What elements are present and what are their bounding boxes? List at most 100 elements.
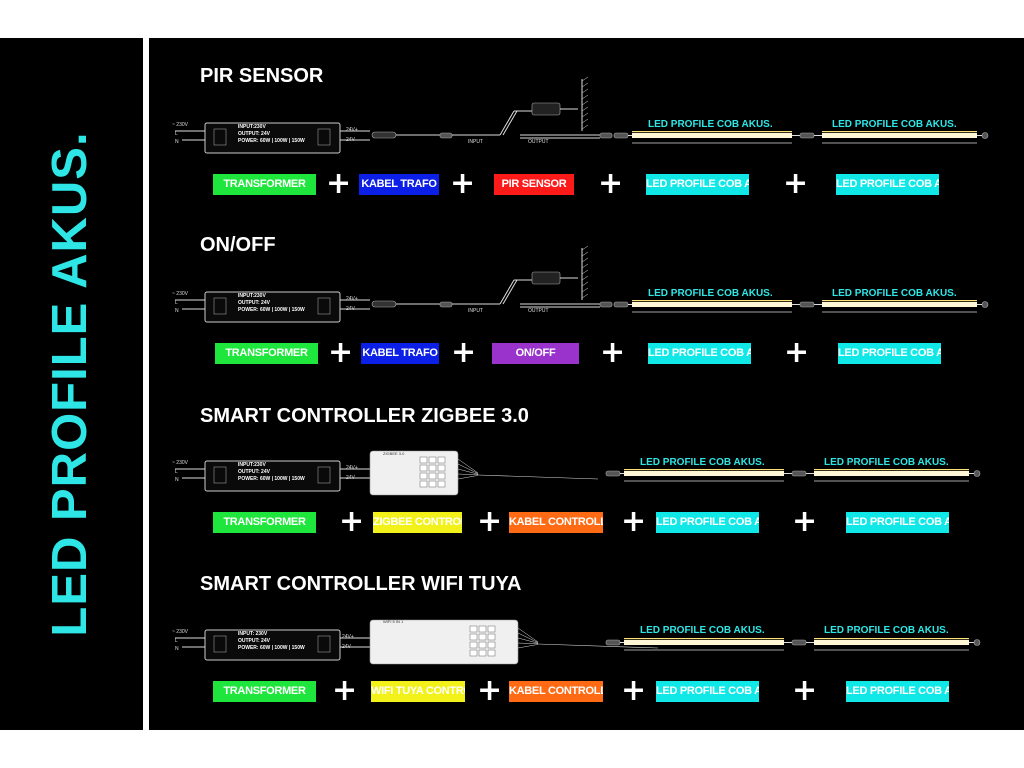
controller-terminal	[478, 649, 487, 657]
led-strip	[624, 471, 784, 476]
tag-led-profile: LED PROFILE COB AKUS.	[846, 512, 949, 533]
controller-brand: ZIGBEE 3.0	[383, 451, 405, 456]
sensor-wire	[502, 110, 518, 136]
led-strip	[624, 640, 784, 645]
tag-led-profile: LED PROFILE COB AKUS.	[846, 681, 949, 702]
terminal-neg: 24V-	[342, 644, 353, 650]
output-wire	[477, 474, 599, 480]
output-label: OUTPUT	[528, 308, 549, 314]
output-wire	[457, 473, 479, 476]
controller-terminal	[437, 456, 446, 464]
psu-terminal	[213, 635, 227, 653]
terminal-n: N	[175, 477, 179, 483]
wall-hatch	[581, 124, 589, 130]
controller-terminal	[487, 641, 496, 649]
strip-label: LED PROFILE COB AKUS.	[640, 457, 765, 468]
wiring-diagram	[175, 76, 989, 665]
plus-sign: +	[784, 335, 810, 370]
output-wire	[517, 642, 539, 645]
end-cap	[981, 301, 989, 308]
psu-terminal	[317, 466, 331, 484]
output-wire	[517, 637, 539, 644]
power-supply-unit	[204, 291, 341, 323]
led-strip-glow	[632, 131, 792, 133]
connector	[613, 132, 629, 139]
strip-label: LED PROFILE COB AKUS.	[648, 119, 773, 130]
input-label: INPUT	[468, 139, 483, 145]
connector	[439, 132, 453, 139]
controller-terminal	[469, 633, 478, 641]
controller-terminal	[469, 649, 478, 657]
terminal-l: L	[175, 131, 178, 137]
wall-hatch	[581, 293, 589, 299]
tag-led-profile: LED PROFILE COB AKUS.	[838, 343, 941, 364]
mains-label: ~ 230V	[172, 122, 188, 128]
controller-terminal	[419, 480, 428, 488]
wall-hatch	[581, 275, 589, 281]
controller-brand: WIFI 5 IN 1	[383, 619, 404, 624]
plus-sign: +	[451, 335, 477, 370]
output-wire	[537, 643, 659, 649]
tag-kabel-controller: KABEL CONTROLLER	[509, 512, 603, 533]
controller-terminal	[487, 633, 496, 641]
output-wire	[517, 644, 539, 649]
terminal-pos: 24V+	[346, 127, 358, 133]
led-strip	[822, 133, 977, 138]
diagram-canvas: LED PROFILE AKUS. PIR SENSOR ON/OFF SMAR…	[0, 38, 1024, 730]
psu-terminal	[213, 466, 227, 484]
controller-terminal	[478, 625, 487, 633]
plus-sign: +	[600, 335, 626, 370]
led-strip-glow	[624, 638, 784, 640]
output-wire	[517, 627, 539, 643]
plus-sign: +	[450, 166, 476, 201]
led-strip	[814, 640, 969, 645]
led-strip	[632, 133, 792, 138]
connector	[799, 301, 815, 308]
tag-led-profile: LED PROFILE COB AKUS.	[656, 512, 759, 533]
wall-hatch	[581, 76, 589, 82]
terminal-pos: 24V+	[342, 634, 354, 640]
output-wire	[457, 468, 479, 475]
controller-terminal	[478, 633, 487, 641]
controller-terminal	[419, 464, 428, 472]
led-strip-glow	[632, 300, 792, 302]
mains-label: ~ 230V	[172, 291, 188, 297]
tag-led-profile: LED PROFILE COB AKUS.	[656, 681, 759, 702]
controller-terminal	[428, 480, 437, 488]
connector	[599, 132, 613, 139]
tag-pir-sensor: PIR SENSOR	[494, 174, 574, 195]
plus-sign: +	[477, 673, 503, 708]
led-strip-glow	[814, 638, 969, 640]
tag-kabel-trafo: KABEL TRAFO	[361, 343, 439, 364]
controller-terminal	[469, 625, 478, 633]
psu-terminal	[317, 635, 331, 653]
led-strip-glow	[624, 469, 784, 471]
wall-hatch	[581, 88, 589, 94]
plus-sign: +	[621, 673, 647, 708]
terminal-pos: 24V+	[346, 465, 358, 471]
controller-terminal	[469, 641, 478, 649]
section-title-onoff: ON/OFF	[200, 234, 276, 256]
input-label: INPUT	[468, 308, 483, 314]
plus-sign: +	[792, 504, 818, 539]
terminal-n: N	[175, 308, 179, 314]
end-cap	[973, 639, 981, 646]
output-wire	[457, 475, 479, 480]
led-strip-glow	[822, 131, 977, 133]
controller-terminal	[428, 464, 437, 472]
wall-hatch	[581, 281, 589, 287]
tag-transformer: TRANSFORMER	[213, 512, 316, 533]
strip-label: LED PROFILE COB AKUS.	[832, 288, 957, 299]
led-strip	[632, 302, 792, 307]
wall-hatch	[581, 245, 589, 251]
psu-terminal	[213, 297, 227, 315]
wall-hatch	[581, 287, 589, 293]
connector	[799, 132, 815, 139]
controller-terminal	[419, 456, 428, 464]
vertical-divider	[143, 38, 149, 730]
output-label: OUTPUT	[528, 139, 549, 145]
led-strip-glow	[822, 300, 977, 302]
section-title-wifi: SMART CONTROLLER WIFI TUYA	[200, 573, 522, 595]
